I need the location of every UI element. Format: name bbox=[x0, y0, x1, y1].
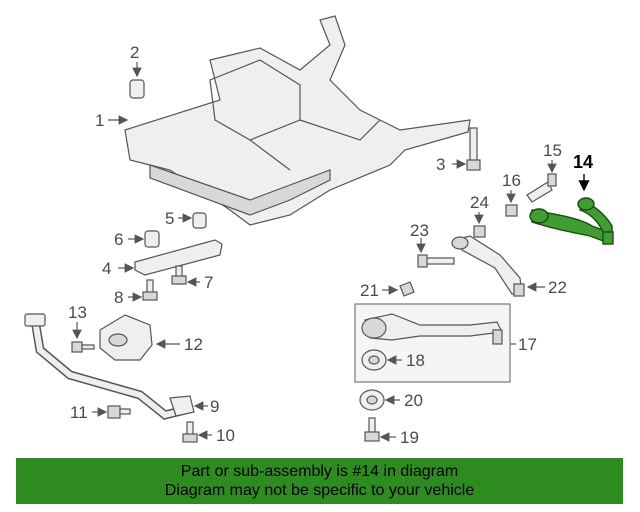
callout-22: 22 bbox=[548, 278, 567, 297]
lower-arm-22-part bbox=[451, 235, 525, 297]
callout-1: 1 bbox=[95, 111, 104, 130]
stabilizer-bar-part bbox=[24, 313, 195, 420]
upper-control-arm-highlighted bbox=[529, 197, 614, 245]
bushing-18-part bbox=[361, 349, 387, 371]
callout-16: 16 bbox=[502, 171, 521, 190]
bolt-7-part bbox=[171, 265, 187, 285]
bolt-19-part bbox=[364, 417, 380, 442]
bolt-23-part bbox=[417, 254, 455, 268]
nut-21-part bbox=[399, 281, 415, 297]
callout-4: 4 bbox=[102, 259, 111, 278]
callout-12: 12 bbox=[184, 335, 203, 354]
mount-12-part bbox=[99, 314, 153, 361]
callout-9: 9 bbox=[210, 397, 219, 416]
callout-6: 6 bbox=[114, 230, 123, 249]
callout-3: 3 bbox=[436, 155, 445, 174]
callout-8: 8 bbox=[114, 288, 123, 307]
callout-11: 11 bbox=[70, 403, 88, 422]
callout-15: 15 bbox=[543, 141, 562, 160]
callout-24: 24 bbox=[470, 193, 489, 212]
callout-7: 7 bbox=[204, 273, 213, 292]
nut-13-part bbox=[71, 341, 95, 353]
ball-joint-15-part bbox=[526, 173, 557, 203]
callout-18: 18 bbox=[406, 351, 425, 370]
callout-20: 20 bbox=[404, 391, 423, 410]
bolt-10-part bbox=[182, 421, 198, 443]
bolt-8-part bbox=[142, 279, 158, 301]
callout-19: 19 bbox=[400, 428, 419, 447]
bushing-part bbox=[129, 79, 145, 99]
callout-21: 21 bbox=[360, 281, 379, 300]
bushing-20-part bbox=[359, 389, 385, 411]
bushing-5-part bbox=[192, 212, 207, 229]
callout-23: 23 bbox=[410, 221, 429, 240]
callout-17: 17 bbox=[518, 335, 537, 354]
nut-24-part bbox=[473, 225, 486, 238]
nut-16-part bbox=[505, 204, 518, 217]
callout-5: 5 bbox=[165, 209, 174, 228]
bracket-4-part bbox=[134, 239, 223, 276]
bolt-11-part bbox=[107, 405, 131, 419]
info-banner: Part or sub-assembly is #14 in diagram D… bbox=[16, 458, 623, 504]
callout-13: 13 bbox=[68, 303, 87, 322]
banner-line-1: Part or sub-assembly is #14 in diagram bbox=[180, 463, 459, 480]
assembly-box-17 bbox=[354, 303, 511, 383]
subframe-part bbox=[124, 15, 471, 226]
callout-10: 10 bbox=[216, 426, 235, 445]
bushing-6-part bbox=[144, 230, 160, 248]
callout-2: 2 bbox=[130, 43, 139, 62]
bolt-3-part bbox=[466, 127, 481, 171]
callout-14: 14 bbox=[573, 152, 593, 172]
banner-line-2: Diagram may not be specific to your vehi… bbox=[164, 482, 475, 499]
